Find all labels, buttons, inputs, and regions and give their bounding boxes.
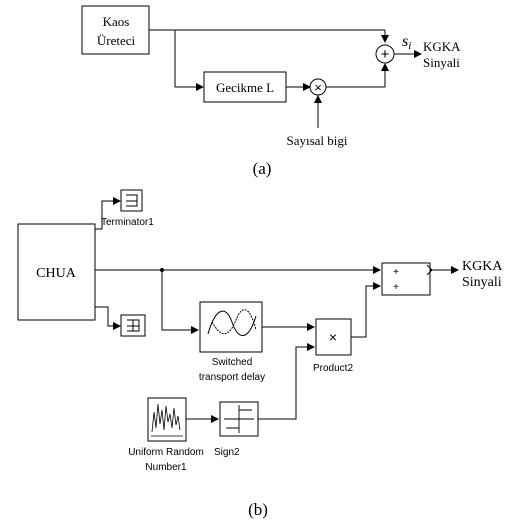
output-label-a-1: KGKA <box>423 39 461 54</box>
caption-b: (b) <box>248 500 268 519</box>
digital-input-label: Sayısal bigi <box>286 133 347 148</box>
sum-plus-2: + <box>393 282 399 293</box>
output-symbol-a: si <box>402 33 411 52</box>
caption-a: (a) <box>253 159 272 178</box>
adder-symbol: + <box>381 46 390 63</box>
chua-to-terminator2-line <box>95 306 121 330</box>
terminator1-icon <box>126 194 138 207</box>
chaos-generator-label-1: Kaos <box>103 14 130 29</box>
delay-label-a: Gecikme L <box>216 80 274 95</box>
sum-plus-1: + <box>393 267 399 278</box>
random-number-block <box>147 397 187 442</box>
output-label-a-2: Sinyali <box>423 55 460 70</box>
diagram-a: Kaos Üreteci Gecikme L × Sayısal bigi + … <box>81 5 461 178</box>
branch-to-delay-line <box>161 270 199 334</box>
terminator1-label: Terminator1 <box>101 217 154 228</box>
delay-wave-icon <box>207 310 257 336</box>
diagram-b: CHUA Terminator1 Switched transport dela… <box>17 189 503 519</box>
product-symbol: × <box>329 329 337 345</box>
delay-wave-icon-2 <box>211 309 257 335</box>
output-label-b-2: Sinyali <box>462 275 502 290</box>
switched-delay-label-1: Switched <box>212 357 253 368</box>
chaos-generator-block <box>81 5 150 55</box>
chua-label: CHUA <box>36 266 77 281</box>
chaos-generator-label-2: Üreteci <box>97 33 136 48</box>
product-label: Product2 <box>313 363 353 374</box>
switched-delay-block <box>199 301 263 353</box>
product-to-sum-line <box>351 282 381 338</box>
random-number-label-2: Number1 <box>145 462 187 473</box>
terminator2-icon <box>127 319 140 332</box>
sign-label: Sign2 <box>214 447 240 458</box>
sum-block <box>381 262 431 296</box>
output-label-b-1: KGKA <box>462 259 503 274</box>
chua-block <box>17 223 96 321</box>
sign-icon <box>224 405 254 433</box>
sign-to-product-line <box>258 343 315 420</box>
delay-block-a <box>203 71 287 103</box>
multiplier-symbol: × <box>314 80 322 95</box>
switched-delay-label-2: transport delay <box>199 372 265 383</box>
chua-to-terminator1-line <box>95 197 121 230</box>
random-number-label-1: Uniform Random <box>128 447 204 458</box>
product-block <box>315 318 352 356</box>
random-number-icon <box>151 403 181 433</box>
